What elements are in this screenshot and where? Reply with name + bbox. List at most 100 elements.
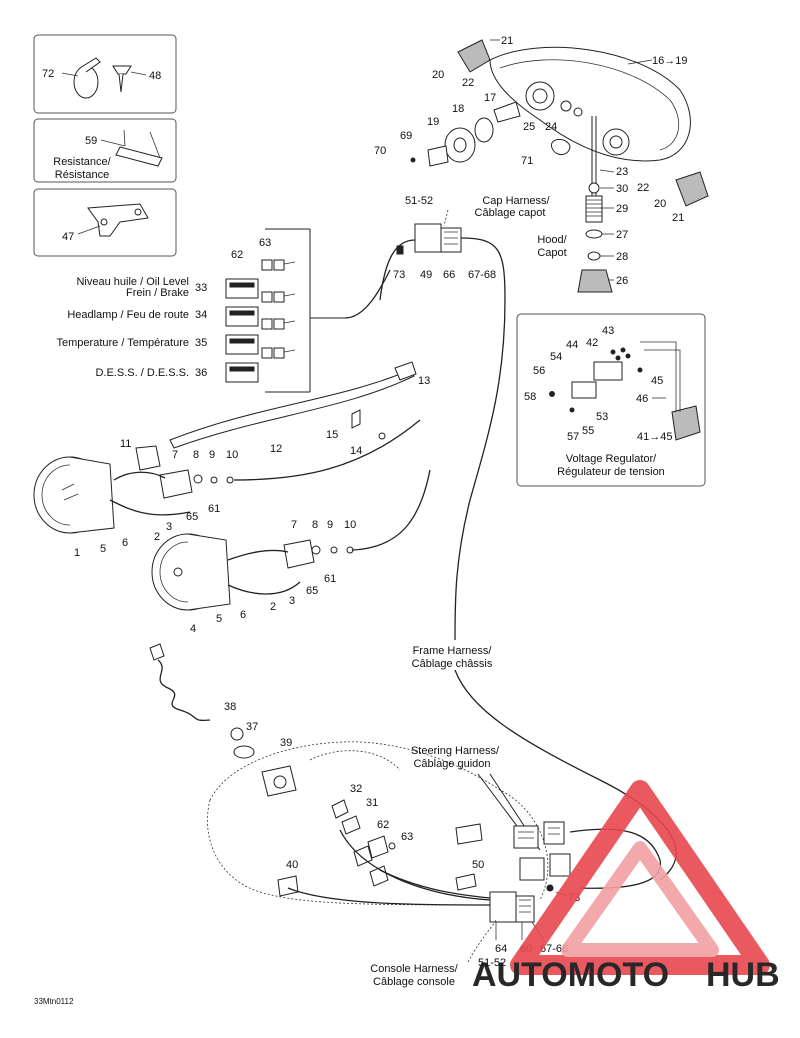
part-64: 64 (495, 943, 507, 955)
part-57: 57 (567, 431, 579, 443)
steering-connectors (513, 821, 571, 881)
part-70: 70 (374, 145, 386, 157)
steering-harness: Steering Harness/ Câblage guidon (411, 745, 662, 889)
hood-label-en: Hood/ (537, 234, 567, 246)
part-18: 18 (452, 103, 464, 115)
part-1: 1 (74, 547, 80, 559)
figure-code: 33Mtn0112 (34, 997, 74, 1006)
part-43: 43 (602, 325, 614, 337)
cap-harness: 51-52 Cap Harness/ Câblage capot 73 49 6… (379, 195, 551, 641)
part-24: 24 (545, 121, 557, 133)
part-20-top: 20 (432, 69, 444, 81)
part-7-top: 7 (172, 449, 178, 461)
part-65-bottom: 65 (306, 585, 318, 597)
gauge-4 (151, 533, 231, 611)
part-36: 36 (195, 367, 207, 379)
part-6-bottom: 6 (240, 609, 246, 621)
part-31: 31 (366, 797, 378, 809)
hood-label-fr: Capot (537, 247, 566, 259)
inset-fastener: 72 48 (33, 34, 177, 114)
part-21-right: 21 (672, 212, 684, 224)
part-26: 26 (616, 275, 628, 287)
push-rivet-icon (112, 65, 132, 93)
part-62: 62 (231, 249, 243, 261)
part-47: 47 (62, 231, 74, 243)
connector-row-1 (261, 259, 296, 359)
part-59: 59 (85, 135, 97, 147)
part-5-top: 5 (100, 543, 106, 555)
part-33: 33 (195, 282, 207, 294)
frame-harness-label-fr: Câblage châssis (412, 658, 493, 670)
regulator-body (640, 341, 701, 441)
part-67-68-cap: 67-68 (468, 269, 496, 281)
part-32: 32 (350, 783, 362, 795)
part-7-bottom: 7 (291, 519, 297, 531)
part-42: 42 (586, 337, 598, 349)
lamp-dess (225, 362, 259, 383)
part-8-top: 8 (193, 449, 199, 461)
part-53: 53 (596, 411, 608, 423)
part-29: 29 (616, 203, 628, 215)
cable-bracket-15 (351, 409, 361, 429)
part-25: 25 (523, 121, 535, 133)
part-3-bottom: 3 (289, 595, 295, 607)
part-38: 38 (224, 701, 236, 713)
part-48: 48 (149, 70, 161, 82)
part-54: 54 (550, 351, 562, 363)
part-3-top: 3 (166, 521, 172, 533)
part-2-top: 2 (154, 531, 160, 543)
steering-harness-label-fr: Câblage guidon (413, 758, 490, 770)
part-72: 72 (42, 68, 54, 80)
part-34: 34 (195, 309, 207, 321)
headlight-housing (489, 46, 691, 162)
bulb-socket (410, 101, 571, 167)
part-12: 12 (270, 443, 282, 455)
part-10-top: 10 (226, 449, 238, 461)
voltage-regulator-inset: 43 42 44 54 56 45 58 46 53 55 57 41→45 V… (516, 313, 706, 487)
resistance-label-fr: Résistance (55, 169, 109, 181)
voltage-regulator-label-fr: Régulateur de tension (557, 466, 665, 478)
part-6-top: 6 (122, 537, 128, 549)
part-9-bottom: 9 (327, 519, 333, 531)
part-40: 40 (286, 859, 298, 871)
console-harness-label-en: Console Harness/ (370, 963, 458, 975)
oil-level-label: Niveau huile / Oil Level (76, 276, 189, 288)
cap-harness-label-en: Cap Harness/ (482, 195, 550, 207)
part-58: 58 (524, 391, 536, 403)
part-67-68-console: 67-68 (540, 943, 568, 955)
console-switches (277, 799, 483, 897)
part-63: 63 (259, 237, 271, 249)
cap-harness-label-fr: Câblage capot (475, 207, 546, 219)
part-51-52-cap: 51-52 (405, 195, 433, 207)
part-10-bottom: 10 (344, 519, 356, 531)
inset-bracket: 47 (33, 188, 177, 257)
part-37: 37 (246, 721, 258, 733)
part-65-top: 65 (186, 511, 198, 523)
cable-tie-icon (73, 57, 101, 99)
logo-triangle-outer (510, 780, 770, 975)
part-61-bottom: 61 (324, 573, 336, 585)
resistance-icon (115, 129, 163, 167)
part-35: 35 (195, 337, 207, 349)
part-19: 19 (427, 116, 439, 128)
part-8-bottom: 8 (312, 519, 318, 531)
mount-20-top (457, 39, 491, 73)
part-13: 13 (418, 375, 430, 387)
hood-assembly: 21 20 22 16→19 17 18 19 25 24 69 70 71 2… (374, 35, 709, 293)
part-66: 66 (443, 269, 455, 281)
part-50: 50 (472, 859, 484, 871)
part-23: 23 (616, 166, 628, 178)
part-63-console: 63 (401, 831, 413, 843)
hood-latch (560, 100, 613, 293)
part-20-right: 20 (654, 198, 666, 210)
part-5-bottom: 5 (216, 613, 222, 625)
lamp-oil-brake (225, 278, 259, 299)
part-56: 56 (533, 365, 545, 377)
resistance-label-en: Resistance/ (53, 156, 111, 168)
part-62-console: 62 (377, 819, 389, 831)
part-69: 69 (400, 130, 412, 142)
part-14: 14 (350, 445, 362, 457)
part-51-52-console: 51-52 (478, 957, 506, 969)
part-39: 39 (280, 737, 292, 749)
part-11: 11 (120, 438, 131, 450)
